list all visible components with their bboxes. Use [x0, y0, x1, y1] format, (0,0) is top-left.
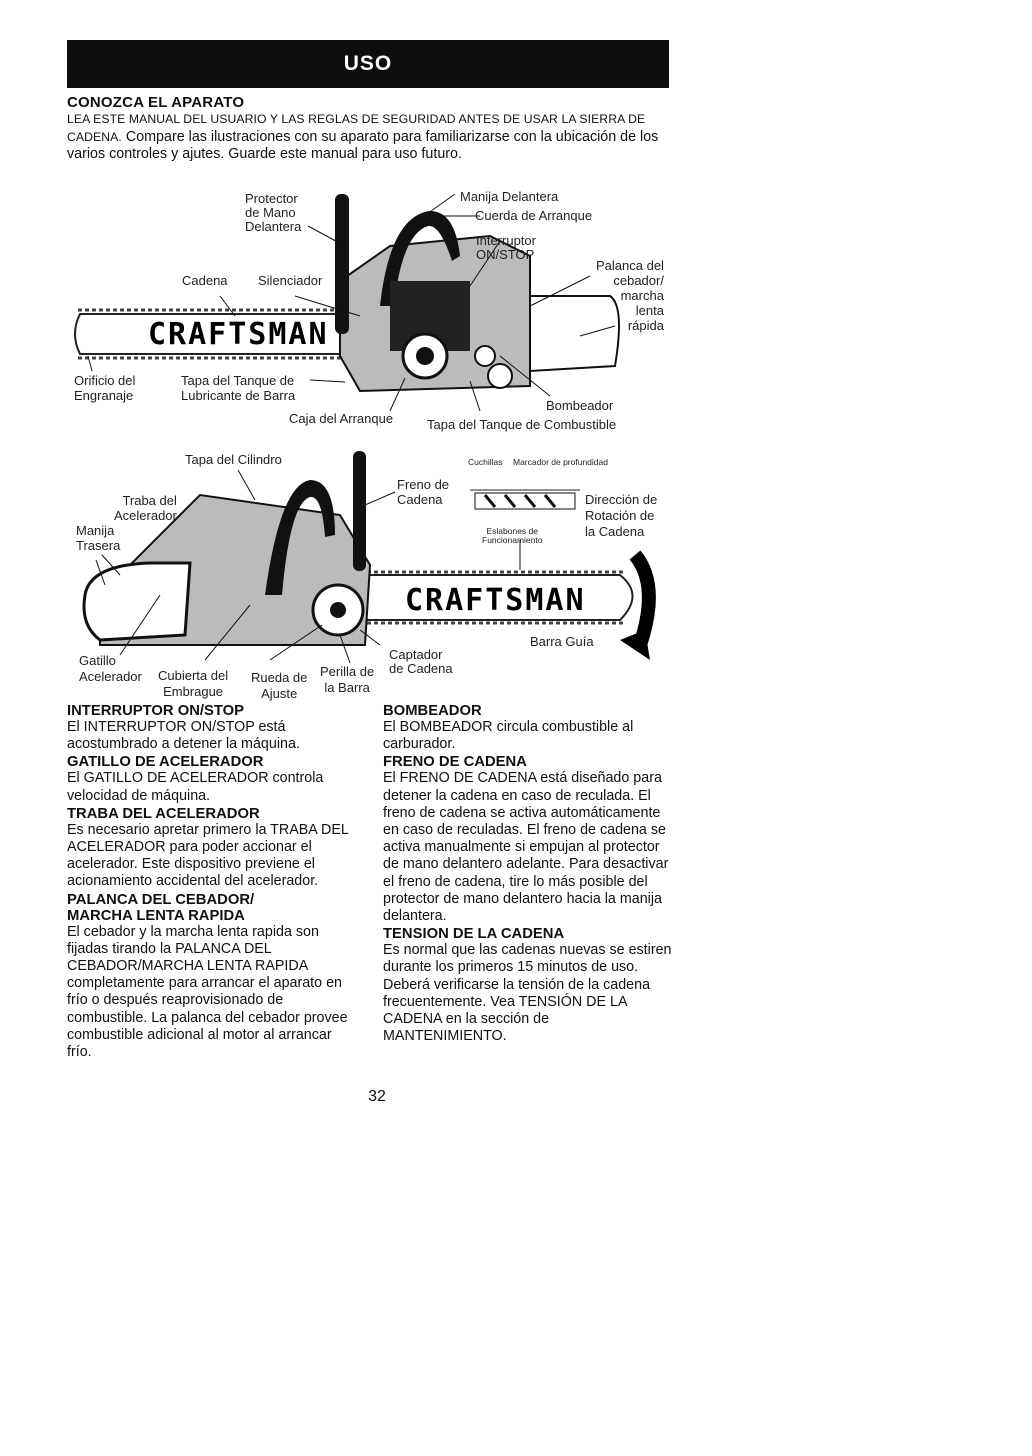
text-gatillo: El GATILLO DE ACELERADOR controla veloci…: [67, 770, 324, 804]
label-cubierta-del-embrague: Cubierta del Embrague: [158, 668, 229, 699]
label-tapa-lubricante: Tapa del Tanque de Lubricante de Barra: [181, 373, 296, 403]
heading-tension: TENSION DE LA CADENA: [383, 926, 565, 943]
left-column: INTERRUPTOR ON/STOP El INTERRUPTOR ON/ST…: [67, 703, 357, 1062]
heading-gatillo: GATILLO DE ACELERADOR: [67, 754, 264, 771]
brand-logo-bottom: CRAFTSMAN: [405, 583, 586, 618]
brand-logo-top: CRAFTSMAN: [148, 317, 329, 352]
intro-body-text: Compare las ilustraciones con su aparato…: [67, 128, 659, 163]
heading-freno: FRENO DE CADENA: [383, 754, 527, 771]
text-palanca: El cebador y la marcha lenta rapida son …: [67, 923, 348, 1061]
label-orificio-del-engranaje: Orificio del Engranaje: [74, 373, 136, 403]
label-rueda-de-ajuste: Rueda de Ajuste: [251, 670, 308, 701]
text-traba: Es necesario apretar primero la TRABA DE…: [67, 821, 349, 890]
label-interruptor: Interruptor ON/STOP: [476, 233, 536, 262]
label-marcador: Marcador de profundidad: [513, 457, 608, 467]
text-freno: El FRENO DE CADENA está diseñado para de…: [383, 770, 669, 925]
label-direccion-de-rotacion: Dirección de Rotación de la Cadena: [585, 492, 658, 539]
label-barra-guia: Barra Guía: [530, 634, 594, 649]
heading-interruptor: INTERRUPTOR ON/STOP: [67, 703, 245, 719]
chainsaw-top-illustration: [74, 193, 620, 412]
label-traba-del-acelerador: Traba del Acelerador: [114, 493, 177, 523]
chainsaw-bottom-illustration: [82, 451, 656, 664]
label-tapa-combustible: Tapa del Tanque de Combustible: [427, 417, 617, 432]
label-cadena: Cadena: [182, 273, 228, 288]
label-caja-del-arranque: Caja del Arranque: [289, 411, 394, 426]
label-silenciador: Silenciador: [258, 273, 323, 288]
label-protector-de-mano: Protector de Mano Delantera: [245, 191, 302, 234]
right-column: BOMBEADOR El BOMBEADOR circula combustib…: [383, 703, 673, 1046]
page-number: 32: [368, 1088, 386, 1105]
section-banner: USO: [67, 40, 669, 88]
heading-palanca: PALANCA DEL CEBADOR/ MARCHA LENTA RAPIDA: [67, 891, 255, 924]
label-gatillo-acelerador: Gatillo Acelerador: [79, 653, 142, 684]
label-cuerda-de-arranque: Cuerda de Arranque: [475, 208, 593, 223]
label-manija-delantera: Manija Delantera: [460, 189, 559, 204]
label-tapa-del-cilindro: Tapa del Cilindro: [185, 452, 282, 467]
chainsaw-figure-top: CRAFTSMAN: [60, 186, 680, 436]
label-eslabones: Eslabones de Funcionamiento: [482, 526, 543, 545]
label-freno-de-cadena: Freno de Cadena: [397, 477, 450, 507]
section-title: USO: [343, 52, 393, 75]
text-interruptor: El INTERRUPTOR ON/STOP está acostumbrado…: [67, 719, 300, 753]
text-bombeador: El BOMBEADOR circula combustible al carb…: [383, 719, 634, 753]
intro-paragraph: LEA ESTE MANUAL DEL USUARIO Y LAS REGLAS…: [67, 111, 671, 164]
heading-bombeador: BOMBEADOR: [383, 703, 482, 719]
chainsaw-figure-bottom: CRAFTSMAN: [60, 445, 680, 700]
label-palanca-del-cebador: Palanca del cebador/ marcha lenta rápida: [596, 258, 664, 333]
label-perilla-de-la-barra: Perilla de la Barra: [320, 664, 375, 695]
intro-caps-text: LEA ESTE MANUAL DEL USUARIO Y LAS REGLAS…: [67, 112, 646, 144]
heading-traba: TRABA DEL ACELERADOR: [67, 805, 260, 822]
text-tension: Es normal que las cadenas nuevas se esti…: [383, 942, 672, 1045]
intro-block: CONOZCA EL APARATO LEA ESTE MANUAL DEL U…: [67, 94, 671, 164]
label-bombeador: Bombeador: [546, 398, 614, 413]
intro-heading: CONOZCA EL APARATO: [67, 94, 245, 111]
label-captador-de-cadena: Captador de Cadena: [389, 647, 453, 676]
label-cuchillas: Cuchillas: [468, 457, 503, 467]
label-manija-trasera: Manija Trasera: [76, 523, 121, 553]
